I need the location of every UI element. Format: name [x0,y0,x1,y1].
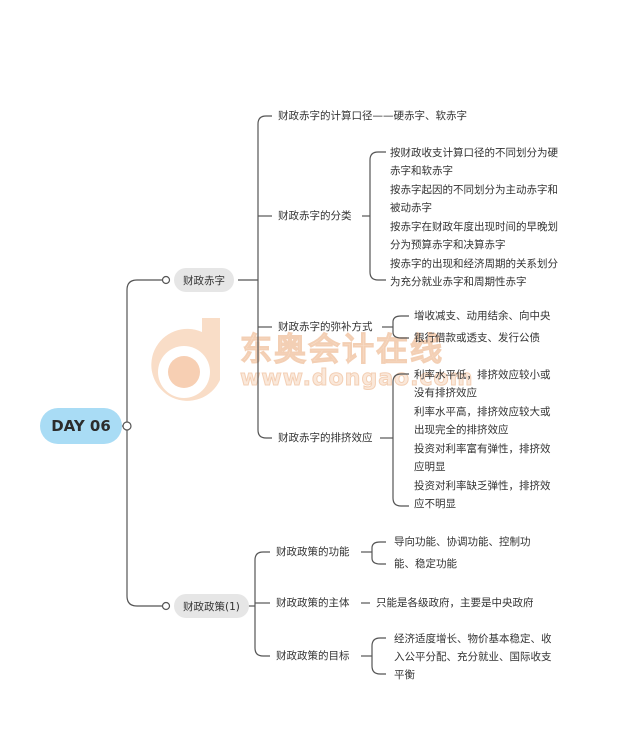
topic-deficit-calculation[interactable]: 财政赤字的计算口径——硬赤字、软赤字 [278,110,468,122]
leaf-financing-1: 增收减支、动用结余、向中央 [414,310,551,322]
watermark-url: www.dongao.com [240,366,474,392]
topic-deficit-classification[interactable]: 财政赤字的分类 [278,210,352,222]
dongao-logo-icon [151,318,220,401]
leaf-financing-2: 银行借款或透支、发行公债 [414,332,540,344]
branch-fiscal-policy[interactable]: 财政政策(1) [174,594,249,618]
leaf-functions-2: 能、稳定功能 [394,558,457,570]
leaf-classification-1: 按财政收支计算口径的不同划分为硬赤字和软赤字 [390,147,558,177]
branch-fiscal-deficit[interactable]: 财政赤字 [174,268,234,292]
leaf-classification-2: 按赤字起因的不同划分为主动赤字和被动赤字 [390,184,558,214]
topic-policy-functions[interactable]: 财政政策的功能 [276,546,350,558]
leaf-crowding-3: 投资对利率富有弹性，排挤效应明显 [414,443,551,473]
leaf-goals: 经济适度增长、物价基本稳定、收入公平分配、充分就业、国际收支平衡 [394,633,552,681]
leaf-crowding-1: 利率水平低，排挤效应较小或没有排挤效应 [414,369,551,399]
dash-connector: —— [372,110,394,122]
topic-crowding-out[interactable]: 财政赤字的排挤效应 [278,432,373,444]
leaf-classification-3: 按赤字在财政年度出现时间的早晚划分为预算赤字和决算赤字 [390,221,558,251]
watermark: 东奥会计在线 www.dongao.com [140,310,473,410]
topic-policy-goals[interactable]: 财政政策的目标 [276,650,350,662]
leaf-crowding-2: 利率水平高，排挤效应较大或出现完全的排挤效应 [414,406,551,436]
leaf-crowding-4: 投资对利率缺乏弹性，排挤效应不明显 [414,480,551,510]
topic-deficit-financing[interactable]: 财政赤字的弥补方式 [278,321,373,333]
leaf-subject: 只能是各级政府，主要是中央政府 [376,597,534,609]
root-node[interactable]: DAY 06 [40,408,122,444]
leaf-hard-soft-deficit: 硬赤字、软赤字 [393,110,468,122]
leaf-functions-1: 导向功能、协调功能、控制功 [394,536,531,548]
leaf-classification-4: 按赤字的出现和经济周期的关系划分为充分就业赤字和周期性赤字 [390,258,558,288]
topic-policy-subject[interactable]: 财政政策的主体 [276,597,350,609]
